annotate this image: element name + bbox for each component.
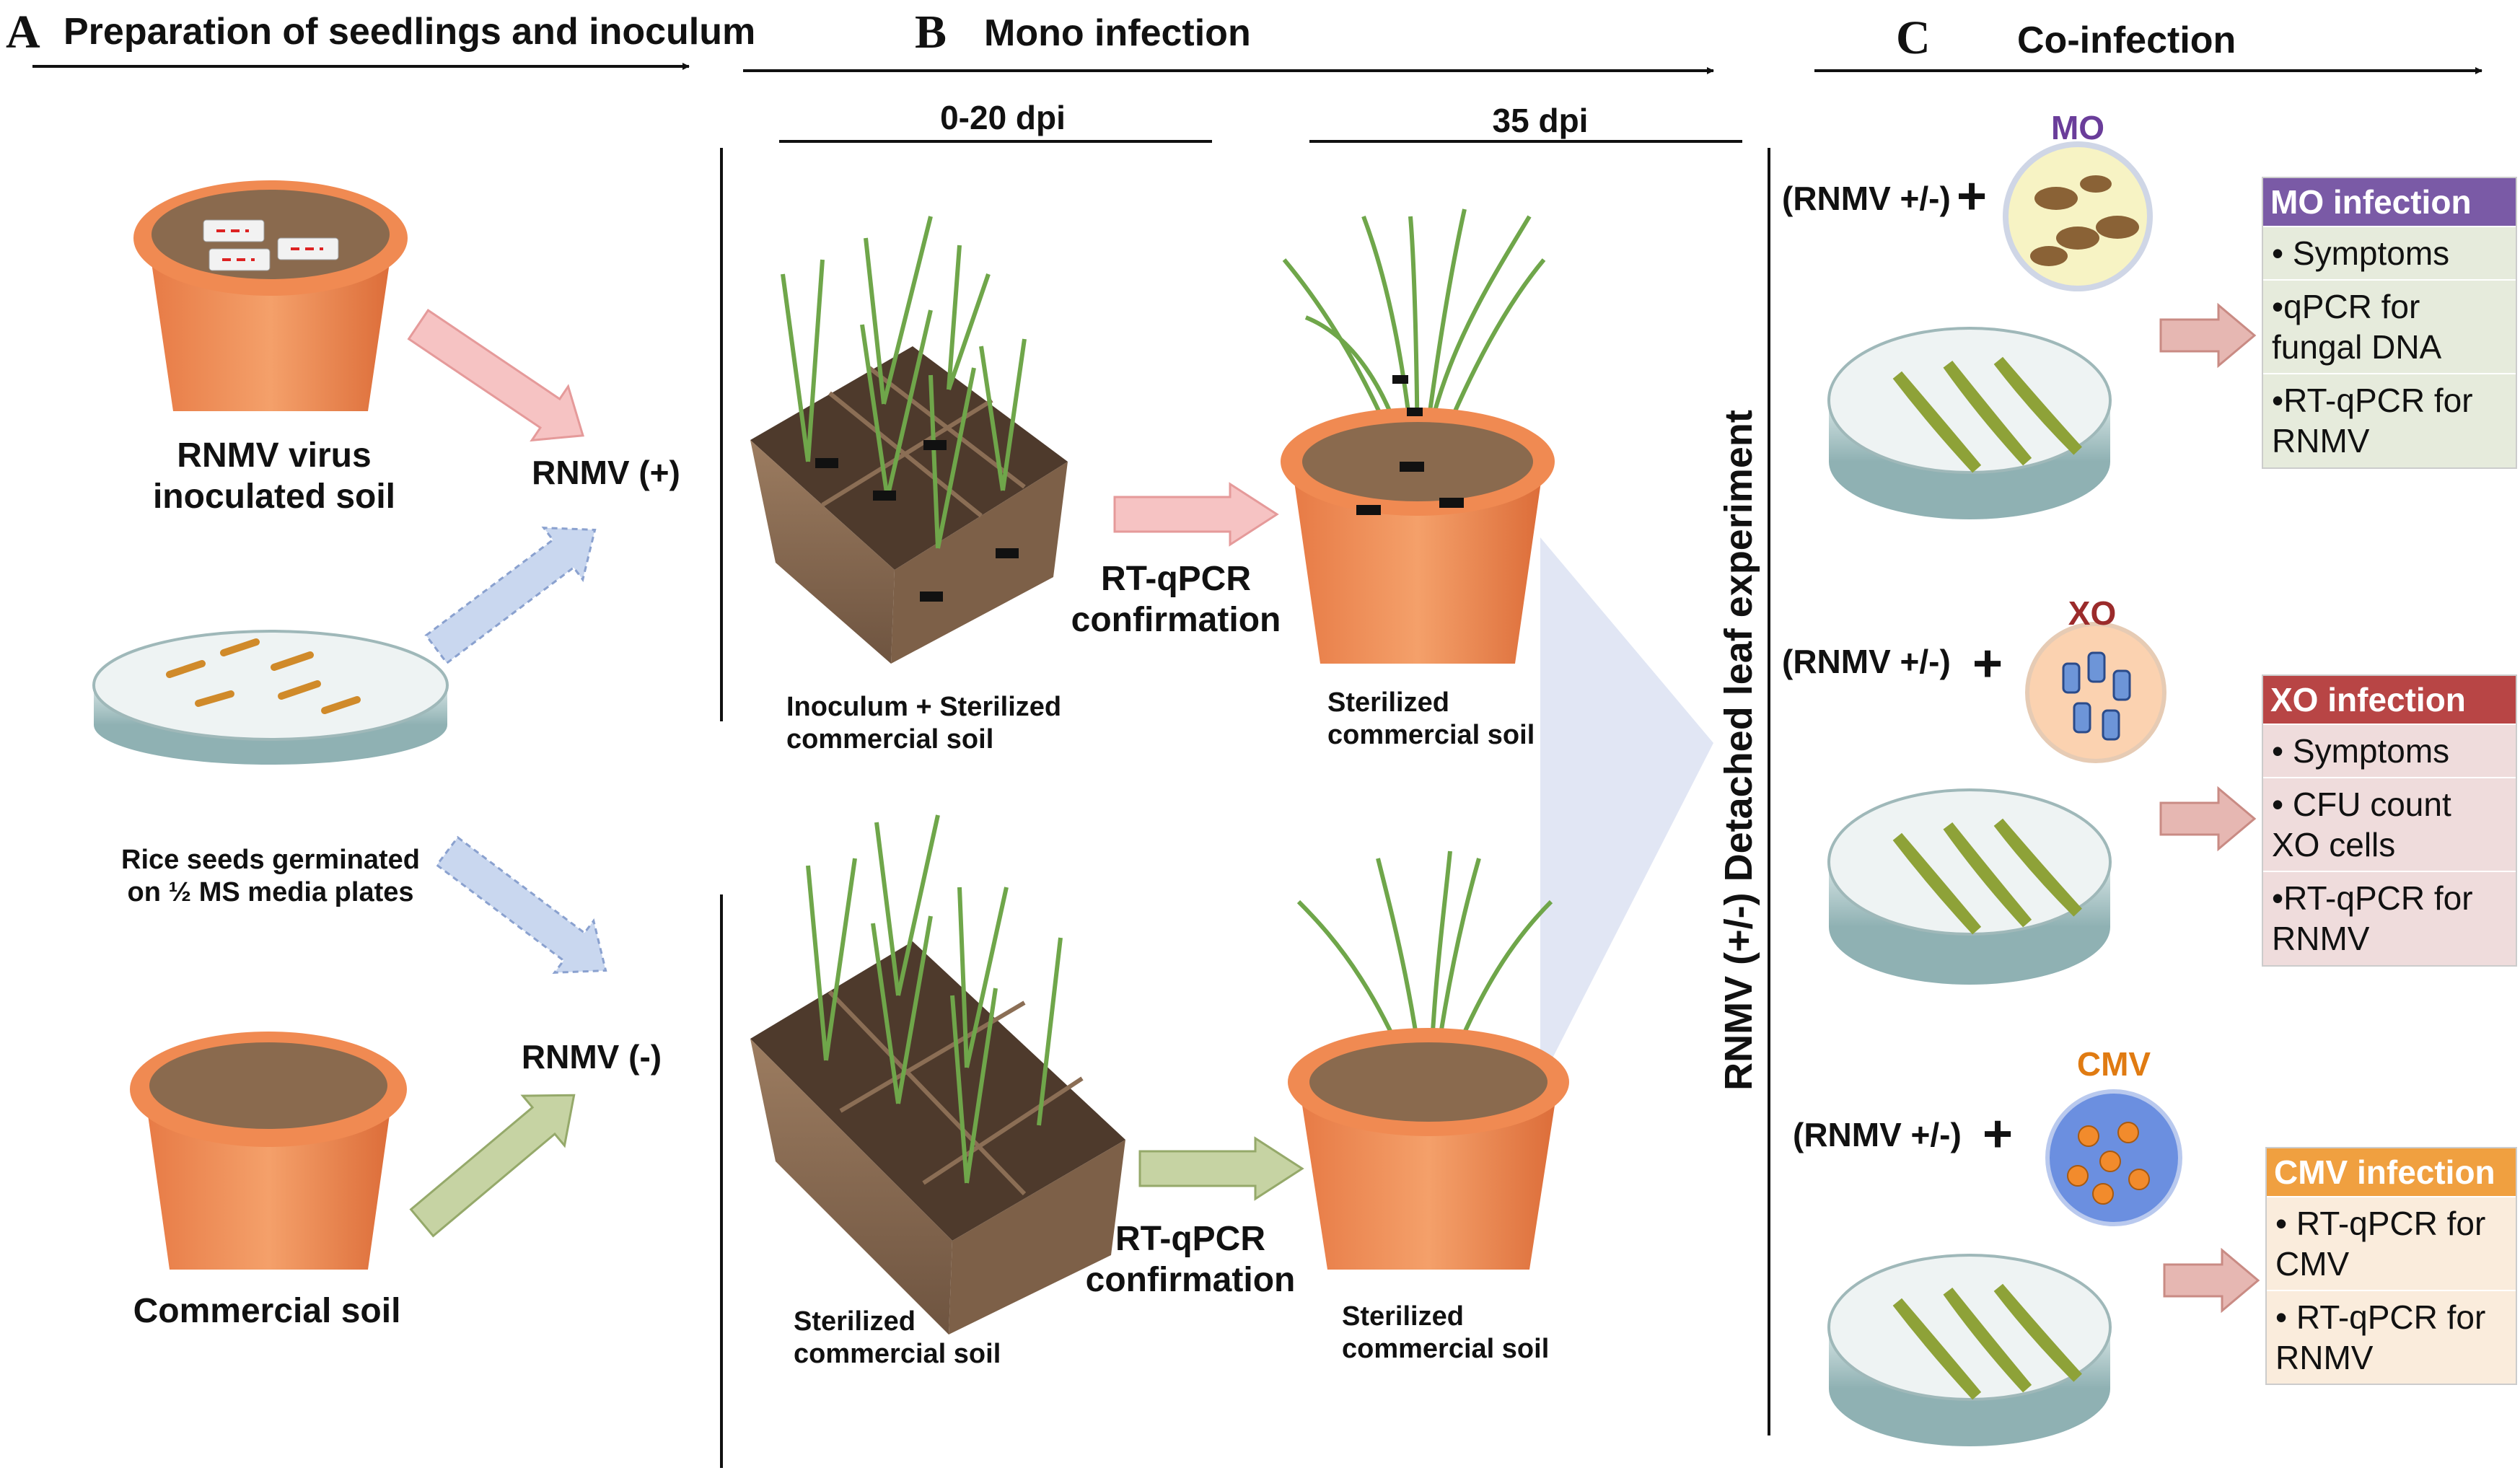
commercial-soil-label: Commercial soil: [133, 1292, 401, 1330]
bottom-mature-plant-pot: [1288, 850, 1569, 1270]
leaf-dish-xo: [1827, 788, 2112, 985]
bottom-tray-label: Sterilized commercial soil: [794, 1306, 1001, 1369]
arrow-top-tray-to-pot: [1113, 482, 1279, 547]
arrow-dish-to-rnmv-pos: [424, 527, 597, 665]
arrow-bottom-tray-to-pot: [1138, 1136, 1304, 1201]
mo-spore-circle: [2003, 141, 2153, 291]
xo-item-2: • CFU count XO cells: [2263, 777, 2516, 871]
mo-infection-header: MO infection: [2263, 178, 2516, 226]
cmv-item-1: • RT-qPCR for CMV: [2267, 1196, 2516, 1290]
section-b-letter: B: [915, 6, 947, 58]
cmv-virus-circle: [2045, 1089, 2182, 1226]
cmv-infection-box: CMV infection • RT-qPCR for CMV • RT-qPC…: [2265, 1147, 2517, 1386]
row-mo-plus: +: [1957, 167, 1988, 225]
top-mature-plant-pot: [1281, 208, 1555, 664]
mo-item-3: •RT-qPCR for RNMV: [2263, 373, 2516, 467]
xo-item-3: •RT-qPCR for RNMV: [2263, 871, 2516, 965]
funnel-shape: [1540, 537, 1713, 1082]
cmv-pathogen-name: CMV: [2076, 1045, 2151, 1083]
bottom-seedling-tray: [750, 814, 1125, 1335]
row-cmv-prefix: (RNMV +/-): [1793, 1116, 1962, 1153]
seed-petri-dish: [92, 630, 449, 765]
inoculated-soil-label: RNMV virus inoculated soil: [152, 436, 396, 516]
bottom-pot-label: Sterilized commercial soil: [1342, 1301, 1550, 1364]
rnmv-negative-label: RNMV (-): [521, 1038, 662, 1076]
top-tray-label: Inoculum + Sterilized commercial soil: [786, 692, 1062, 755]
mo-item-1: • Symptoms: [2263, 226, 2516, 280]
xo-infection-box: XO infection • Symptoms • CFU count XO c…: [2262, 674, 2517, 967]
row-xo-prefix: (RNMV +/-): [1782, 643, 1951, 680]
timepoint-1-label: 0-20 dpi: [940, 99, 1066, 136]
leaf-dish-cmv: [1827, 1254, 2112, 1446]
arrow-dish-to-rnmv-neg: [435, 835, 607, 974]
timepoint-2-label: 35 dpi: [1492, 102, 1589, 139]
xo-infection-header: XO infection: [2263, 676, 2516, 724]
section-c-title: Co-infection: [2017, 19, 2236, 61]
leaf-dish-mo: [1827, 327, 2112, 519]
arrow-soil-to-rnmv-neg: [409, 1094, 576, 1238]
xo-bacteria-circle: [2025, 622, 2166, 763]
top-pot-label: Sterilized commercial soil: [1327, 687, 1535, 750]
top-seedling-tray: [750, 216, 1068, 664]
confirmation-bottom-label: RT-qPCR confirmation: [1085, 1220, 1296, 1299]
section-a-title: Preparation of seedlings and inoculum: [63, 11, 756, 53]
mo-infection-box: MO infection • Symptoms •qPCR for fungal…: [2262, 177, 2517, 469]
confirmation-top-label: RT-qPCR confirmation: [1071, 560, 1281, 639]
xo-pathogen-name: XO: [2068, 594, 2117, 632]
row-cmv-plus: +: [1983, 1105, 2014, 1163]
cmv-infection-header: CMV infection: [2267, 1148, 2516, 1196]
mo-item-2: •qPCR for fungal DNA: [2263, 279, 2516, 374]
seeds-label: Rice seeds germinated on ½ MS media plat…: [121, 845, 420, 907]
commercial-soil-pot: [130, 1032, 407, 1270]
row-xo-plus: +: [1972, 635, 2003, 692]
mo-pathogen-name: MO: [2050, 109, 2105, 146]
arrow-pot-to-rnmv-pos: [407, 309, 584, 442]
rnmv-positive-label: RNMV (+): [532, 454, 680, 491]
cmv-item-2: • RT-qPCR for RNMV: [2267, 1290, 2516, 1384]
section-b-title: Mono infection: [984, 12, 1251, 54]
arrow-dish-to-mo-box: [2159, 302, 2257, 369]
xo-item-1: • Symptoms: [2263, 724, 2516, 778]
section-a-letter: A: [6, 6, 40, 58]
inoculated-soil-pot: [133, 180, 408, 411]
section-c-letter: C: [1896, 12, 1931, 64]
arrow-dish-to-cmv-box: [2163, 1247, 2260, 1314]
arrow-dish-to-xo-box: [2159, 786, 2257, 852]
detached-leaf-vertical-label: RNMV (+/-) Detached leaf experiment: [1717, 410, 1760, 1091]
row-mo-prefix: (RNMV +/-): [1782, 180, 1951, 217]
